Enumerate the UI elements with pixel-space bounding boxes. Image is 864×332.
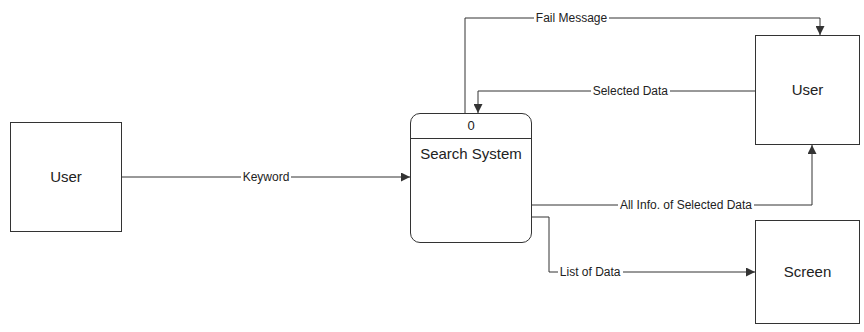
external-entity-box: Screen [755,220,860,324]
flow-label: Keyword [241,170,292,184]
external-entity-box: User [755,35,860,145]
flow-label: Selected Data [591,84,670,98]
process-box: 0Search System [410,113,532,243]
process-name-area: Search System [411,139,531,242]
data-flow-arrow [532,217,755,272]
process-name: Search System [414,145,528,163]
flow-label: Fail Message [534,11,609,25]
entity-name: Screen [778,263,838,281]
data-flow-arrow [532,145,812,205]
process-number: 0 [461,118,480,134]
flow-label: All Info. of Selected Data [618,198,754,212]
process-number-area: 0 [411,114,531,139]
flow-label: List of Data [558,265,623,279]
entity-name: User [786,81,830,99]
entity-name: User [44,168,88,186]
external-entity-box: User [10,122,122,232]
